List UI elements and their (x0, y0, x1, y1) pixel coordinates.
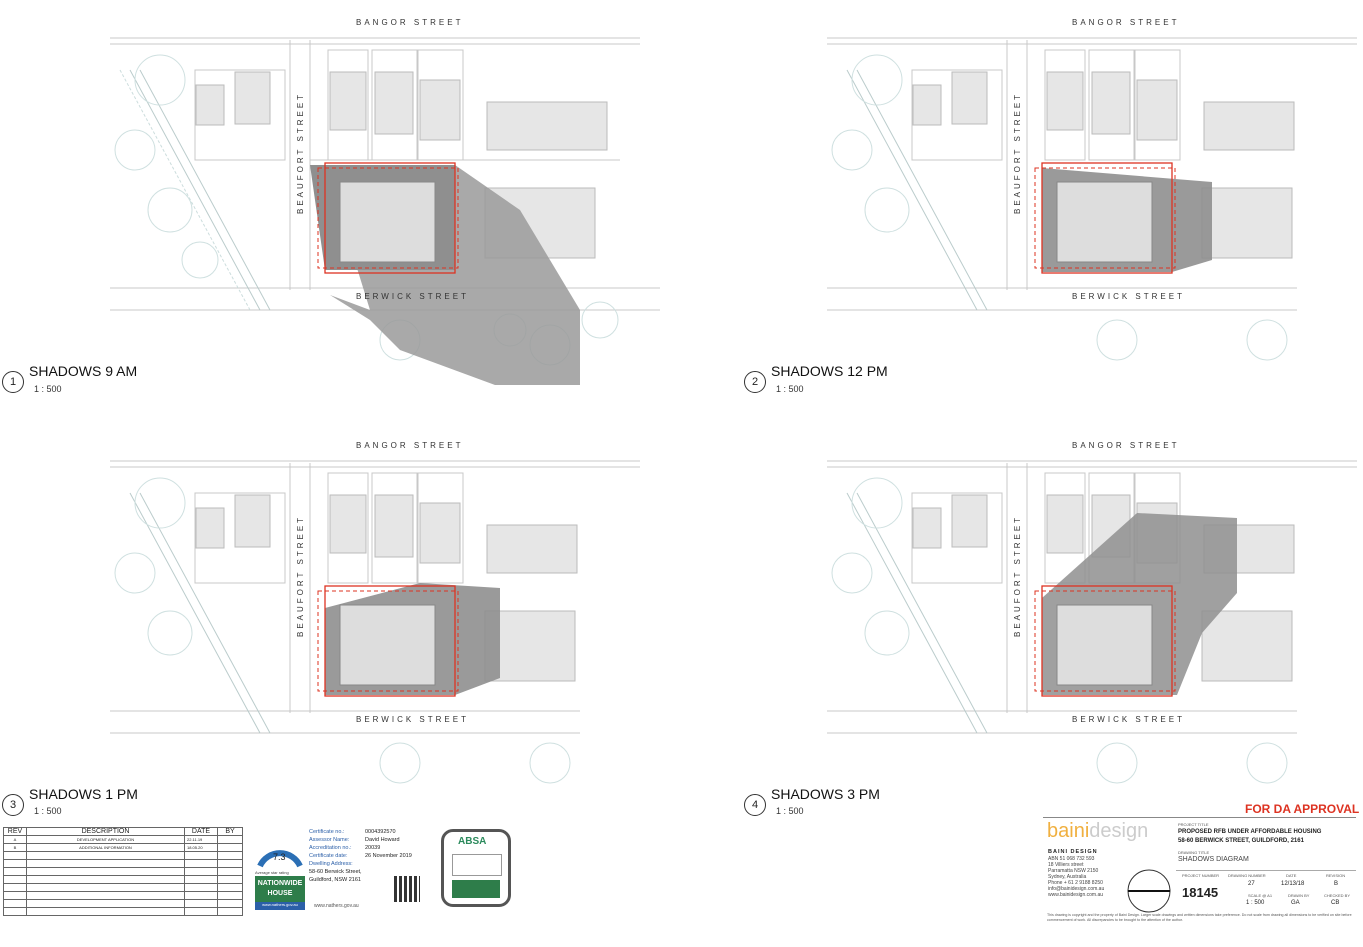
view-scale: 1 : 500 (776, 806, 804, 816)
project-address: 58-60 BERWICK STREET, GUILDFORD, 2161 (1178, 838, 1304, 844)
absa-details (452, 854, 502, 876)
company-logo: bainidesign (1047, 820, 1149, 842)
view-number: 1 (2, 371, 24, 393)
svg-text:7.3: 7.3 (273, 852, 286, 862)
south-street-label: BERWICK STREET (1072, 715, 1185, 724)
south-street-label: BERWICK STREET (356, 715, 469, 724)
company-name: BAINI DESIGN (1048, 849, 1098, 855)
title-block: bainidesign BAINI DESIGN ABN 51 068 732 … (1043, 817, 1356, 926)
west-street-label: BEAUFORT STREET (1013, 91, 1022, 214)
description-header: DESCRIPTION (26, 827, 185, 836)
view-title: SHADOWS 12 PM (771, 363, 888, 379)
view-scale: 1 : 500 (776, 384, 804, 394)
star-rating-icon: 7.3 (257, 850, 303, 868)
view-scale: 1 : 500 (34, 806, 62, 816)
revision-table: REV DESCRIPTION DATE BY A DEVELOPMENT AP… (3, 827, 243, 916)
north-arrow-icon (1127, 869, 1171, 913)
view-scale: 1 : 500 (34, 384, 62, 394)
west-street-label: BEAUFORT STREET (1013, 514, 1022, 637)
site-plan-drawing (110, 37, 660, 385)
view-number: 3 (2, 794, 24, 816)
date-header: DATE (184, 827, 218, 836)
company-address: ABN 51 068 732 593 18 Villiers street Pa… (1048, 856, 1105, 898)
qr-code-icon (394, 876, 420, 902)
project-title-label: PROJECT TITLE (1178, 822, 1209, 827)
star-caption: Average star rating (255, 870, 289, 875)
west-street-label: BEAUFORT STREET (296, 514, 305, 637)
west-street-label: BEAUFORT STREET (296, 91, 305, 214)
drawing-title: SHADOWS DIAGRAM (1178, 856, 1249, 863)
by-header: BY (217, 827, 243, 836)
nathers-footer: www.nathers.gov.au (314, 903, 359, 909)
table-row: B ADDITIONAL INFORMATION 18.05.20 (3, 843, 243, 852)
nathers-brand: NATIONWIDE HOUSE (255, 876, 305, 902)
rev-header: REV (3, 827, 27, 836)
view-number: 4 (744, 794, 766, 816)
site-plan-drawing (827, 37, 1357, 361)
star-rating-badge: 7.3 (255, 828, 305, 870)
south-street-label: BERWICK STREET (356, 292, 469, 301)
site-plan-drawing (110, 460, 640, 784)
nathers-certificate: 7.3 Average star rating NATIONWIDE HOUSE… (252, 826, 427, 912)
site-plan-1pm (100, 433, 660, 833)
north-street-label: BANGOR STREET (1072, 18, 1180, 27)
site-plan-drawing (827, 460, 1357, 784)
drawing-title-label: DRAWING TITLE (1178, 850, 1210, 855)
disclaimer: This drawing is copyright and the proper… (1047, 913, 1352, 922)
site-plan-9am (100, 10, 660, 410)
nathers-fields: Certificate no.:0004392570 Assessor Name… (309, 829, 412, 883)
north-street-label: BANGOR STREET (1072, 441, 1180, 450)
view-title: SHADOWS 3 PM (771, 786, 880, 802)
title-grid: PROJECT NUMBER 18145 DRAWING NUMBER 27 D… (1176, 870, 1356, 913)
approval-status: FOR DA APPROVAL (1245, 802, 1360, 816)
site-plan-12pm (817, 10, 1363, 410)
absa-stamp (452, 880, 500, 898)
north-street-label: BANGOR STREET (356, 18, 464, 27)
view-title: SHADOWS 1 PM (29, 786, 138, 802)
project-title: PROPOSED RFB UNDER AFFORDABLE HOUSING (1178, 829, 1322, 835)
south-street-label: BERWICK STREET (1072, 292, 1185, 301)
table-row: A DEVELOPMENT APPLICATION 22.11.19 (3, 835, 243, 844)
absa-certificate: ABSA (441, 829, 511, 907)
project-number: 18145 (1182, 885, 1219, 900)
absa-logo: ABSA (458, 836, 487, 847)
north-street-label: BANGOR STREET (356, 441, 464, 450)
view-title: SHADOWS 9 AM (29, 363, 138, 379)
site-plan-3pm (817, 433, 1363, 833)
nathers-site: www.nathers.gov.au (255, 902, 305, 910)
view-number: 2 (744, 371, 766, 393)
